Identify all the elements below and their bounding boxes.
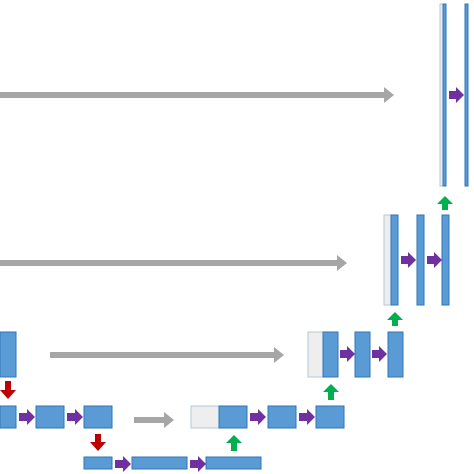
conv-arrows (19, 87, 464, 472)
decoder-l3-block-2 (354, 331, 371, 378)
encoder-l4-block-1 (0, 405, 17, 429)
feature-maps (0, 3, 469, 470)
pool-arrows (0, 381, 106, 451)
decoder-l4-block-2 (267, 405, 297, 429)
skip-arrow-level-4 (134, 412, 174, 428)
up-conv-arrow (437, 196, 453, 210)
decoder-l4-block-3 (315, 405, 345, 429)
up-conv-arrows (226, 196, 453, 451)
decoder-l2-concat-copy (383, 214, 392, 306)
bottleneck-block-1 (83, 456, 113, 470)
max-pool-arrow (90, 434, 106, 451)
skip-arrow-level-2 (0, 255, 347, 271)
bottleneck-block-3 (205, 456, 262, 470)
conv-arrow (67, 409, 83, 425)
up-conv-arrow (323, 384, 339, 400)
conv-arrow (190, 456, 206, 472)
decoder-l3-concat-copy (307, 331, 324, 378)
encoder-l4-block-3 (83, 405, 113, 429)
encoder-l3-block (0, 331, 17, 378)
conv-arrow (19, 409, 35, 425)
skip-connections (0, 87, 394, 428)
conv-arrow (372, 346, 387, 362)
encoder-l4-block-2 (35, 405, 65, 429)
decoder-l3-block-3 (387, 331, 404, 378)
up-conv-arrow (387, 312, 403, 326)
max-pool-arrow (0, 381, 16, 399)
conv-arrow (250, 409, 266, 425)
conv-arrow (299, 409, 315, 425)
conv-arrow (115, 456, 131, 472)
conv-arrow (427, 252, 442, 268)
skip-arrow-level-3 (50, 347, 284, 363)
decoder-l3-concat-up (322, 331, 339, 378)
decoder-l2-block-3 (441, 214, 450, 306)
decoder-l1-block-2 (464, 3, 469, 187)
conv-arrow (401, 252, 416, 268)
decoder-l1-concat-up (442, 3, 447, 187)
bottleneck-block-2 (131, 456, 188, 470)
decoder-l2-block-2 (416, 214, 425, 306)
decoder-l4-concat-up (218, 405, 248, 429)
skip-arrow-level-1 (0, 87, 394, 103)
conv-arrow (340, 346, 355, 362)
decoder-l2-concat-up (390, 214, 399, 306)
decoder-l4-concat-copy (190, 405, 220, 429)
up-conv-arrow (226, 435, 242, 451)
conv-arrow (449, 87, 464, 103)
